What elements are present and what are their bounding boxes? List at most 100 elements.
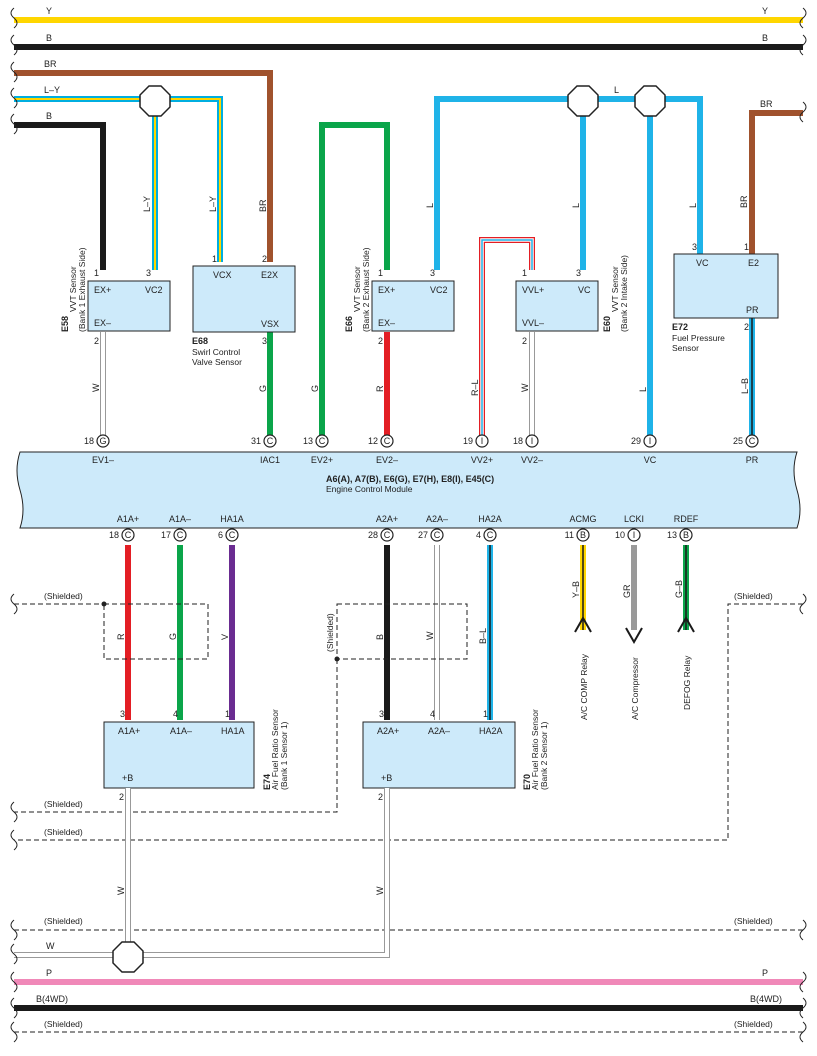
ecm-bottom-pin-conn: C [384,530,391,540]
wire-label-e74-r: R [116,633,126,640]
shield-box-e70 [336,603,468,660]
sensor-e58: EX+ VC2 EX– 1 3 2 E58 VVT Sensor (Bank 1… [60,247,171,346]
e66-sub: (Bank 2 Exhaust Side) [361,247,371,332]
wire-label-e70-w2: W [375,886,385,895]
e72-pin2-num: 1 [744,242,749,252]
ecm-bottom-pin-name: A1A– [169,514,191,524]
ecm-bottom-pin-name: A2A+ [376,514,398,524]
e74-sub: (Bank 1 Sensor 1) [279,721,289,790]
ecm-bottom-pin-name: HA1A [220,514,244,524]
wire-label-e74-g: G [168,633,178,640]
bus-label-y-right: Y [762,6,768,16]
e68-pin1-num: 1 [212,254,217,264]
e70-pin1-name: A2A+ [377,726,399,736]
e60-pin2-num: 3 [576,268,581,278]
e58-sub: (Bank 1 Exhaust Side) [77,247,87,332]
ecm-bottom-pin-conn: C [229,530,236,540]
shield-label-8: (Shielded) [44,1019,83,1029]
e66-pin1-num: 1 [378,268,383,278]
ecm-top-pin-number: 18 [84,436,94,446]
ecm-top-pin-conn: C [267,436,274,446]
e60-pin1-name: VVL+ [522,285,544,295]
sensor-e68: VCX E2X VSX 1 2 3 E68 Swirl Control Valv… [192,254,296,367]
ecm-top-pin-number: 19 [463,436,473,446]
relay-wire-label-2: GR [622,584,632,598]
wire-label-e66-g: G [310,385,320,392]
e68-pin2-name: E2X [261,270,278,280]
relay-wire-label-3: G–B [674,580,684,598]
splice-l-2 [634,85,666,117]
ecm-bottom-pin-number: 11 [565,530,574,540]
bus-label-b-left: B [46,33,52,43]
e60-sub: (Bank 2 Intake Side) [619,255,629,332]
e60-pin2-name: VC [578,285,591,295]
wire-br-e68 [14,70,273,262]
e60-name: VVT Sensor [610,266,620,312]
e68-sub: Valve Sensor [192,357,242,367]
wire-label-e72-br: BR [739,195,749,208]
e74-pin3-name: HA1A [221,726,245,736]
wire-label-e66-l: L [425,203,435,208]
bus-label-br: BR [44,59,57,69]
bus-label-ly: L–Y [44,85,60,95]
sensor-e72: VC E2 PR 3 1 2 E72 Fuel Pressure Sensor [672,242,779,353]
ecm-top-pin-name: EV1– [92,455,114,465]
splice-w [112,941,144,973]
ecm-bottom-pin-number: 17 [161,530,171,540]
e68-pin2-num: 2 [262,254,267,264]
splice-ly [139,85,171,117]
ecm-bottom-pin-conn: I [633,530,636,540]
e72-pin2-name: E2 [748,258,759,268]
bus-label-b4wd-right: B(4WD) [750,994,782,1004]
wire-g-e66-loop [319,122,390,440]
ecm-bottom-pin-name: HA2A [478,514,502,524]
e72-sub: Sensor [672,343,699,353]
shield-label-3: (Shielded) [325,613,335,652]
bus-label-p-left: P [46,968,52,978]
e60-pin1-num: 1 [522,268,527,278]
e74-pin2-num: 4 [173,709,178,719]
ecm-top-pin-conn: C [384,436,391,446]
e74-code: E74 [262,774,272,790]
ecm-bottom-pin-number: 18 [109,530,119,540]
ecm-name: Engine Control Module [326,484,413,494]
wire-label-e74-v: V [220,634,230,640]
e60-code: E60 [602,316,612,332]
shield-box-e74 [103,603,209,660]
ecm-bottom-pin-name: A1A+ [117,514,139,524]
ecm-top-pin-number: 13 [303,436,313,446]
e68-code: E68 [192,336,208,346]
e68-pin3-num: 3 [262,336,267,346]
ecm-top-pin-name: VC [644,455,657,465]
ecm-top-pin-name: IAC1 [260,455,280,465]
e74-pin4-name: +B [122,773,133,783]
wire-label-e72-lb: L–B [740,378,750,394]
relay-wire-label-1: Y–B [571,581,581,598]
wire-label-e60-rl: R–L [470,379,480,396]
e74-name: Air Fuel Ratio Sensor [270,709,280,790]
e70-pin2-num: 4 [430,709,435,719]
e66-name: VVT Sensor [352,266,362,312]
e58-pin2-name: VC2 [145,285,163,295]
e68-pin3-name: VSX [261,319,279,329]
e70-pin4-name: +B [381,773,392,783]
ecm-top-pin-conn: C [319,436,326,446]
wire-label-e60-l: L [571,203,581,208]
e58-code: E58 [60,316,70,332]
shield-label-6: (Shielded) [44,916,83,926]
wire-label-e72-l: L [688,203,698,208]
shield-label-1: (Shielded) [44,591,83,601]
ecm-top-pin-number: 12 [368,436,378,446]
wire-label-e68-br: BR [258,199,268,212]
wire-label-e68-ly: L–Y [208,196,218,212]
ecm-top-pin-name: EV2– [376,455,398,465]
break-marks [10,7,807,1043]
